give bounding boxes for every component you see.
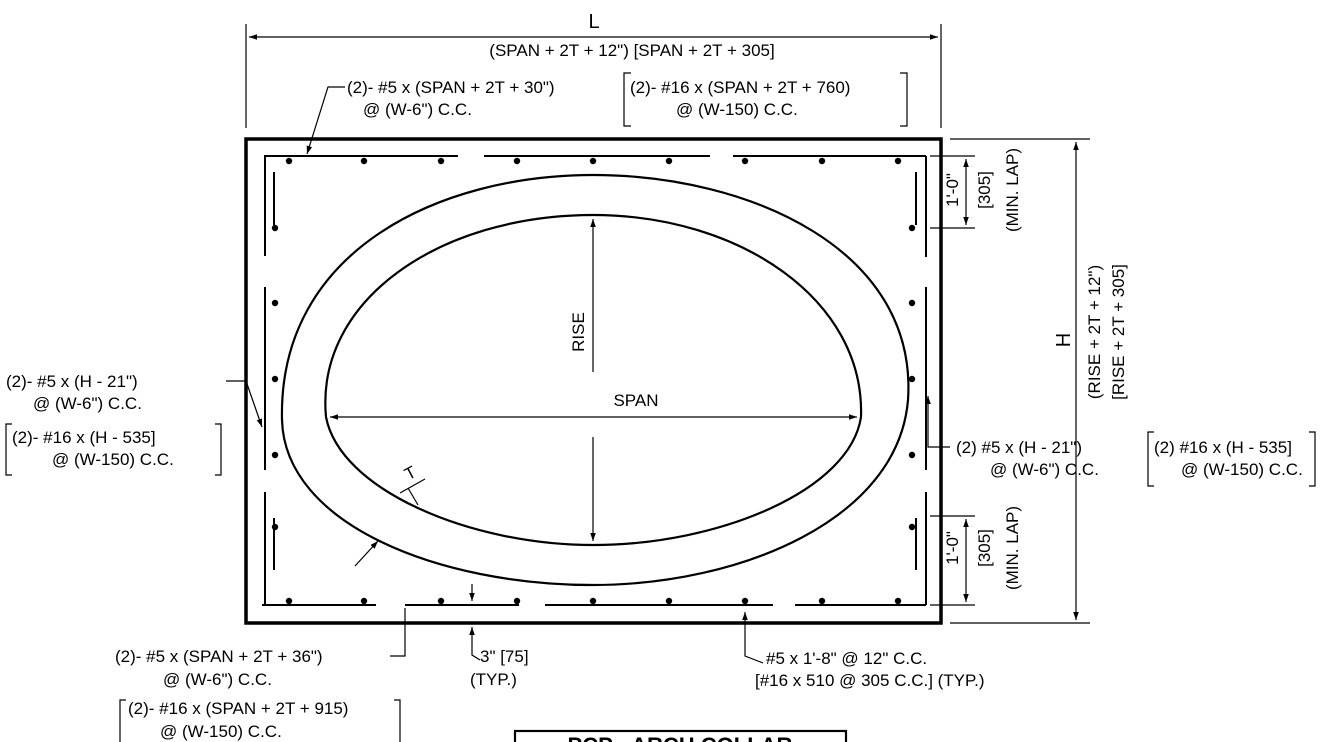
right-bar-metric1: (2) #16 x (H - 535] (1154, 438, 1292, 457)
rebar-layout (262, 155, 927, 606)
collar-outline (244, 137, 943, 625)
lap-top-dimension: 1'-0" [305] (MIN. LAP) (930, 148, 1022, 232)
lap-top-metric: [305] (975, 171, 994, 209)
right-bar-metric2: @ (W-150) C.C. (1181, 460, 1303, 479)
left-bar-metric1: (2)- #16 x (H - 535] (12, 428, 156, 447)
left-bar-callout: (2)- #5 x (H - 21") @ (W-6") C.C. (2)- #… (5, 372, 263, 476)
lap-bottom-dimension: 1'-0" [305] (MIN. LAP) (930, 506, 1022, 606)
bottom-bar-line2: @ (W-6") C.C. (163, 670, 272, 689)
tie-bar-callout: #5 x 1'-8" @ 12" C.C. [#16 x 510 @ 305 C… (742, 612, 985, 690)
left-bar-line1: (2)- #5 x (H - 21") (6, 372, 138, 391)
h-formula-2: [RISE + 2T + 305] (1109, 264, 1128, 400)
span-label: SPAN (613, 391, 658, 410)
left-bar-line2: @ (W-6") C.C. (33, 394, 142, 413)
bottom-bar-metric2: @ (W-150) C.C. (160, 722, 282, 741)
cover-callout: 3" [75] (TYP.) (469, 584, 529, 689)
arch-pipe (280, 173, 910, 587)
pipe-outer-wall (280, 173, 910, 587)
bar-dots (271, 157, 916, 605)
h-dimension: H (RISE + 2T + 12") [RISE + 2T + 305] (950, 138, 1128, 624)
top-bar-line1: (2)- #5 x (SPAN + 2T + 30") (347, 78, 555, 97)
pipe-inner-wall (324, 213, 863, 547)
bottom-bar-line1: (2)- #5 x (SPAN + 2T + 36") (115, 647, 323, 666)
l-dimension: L (SPAN + 2T + 12") [SPAN + 2T + 305] (245, 11, 942, 128)
bottom-bar-metric1: (2)- #16 x (SPAN + 2T + 915) (128, 699, 348, 718)
lap-top-dim: 1'-0" (943, 173, 962, 207)
span-dimension: SPAN (330, 391, 857, 420)
top-bar-line2: @ (W-6") C.C. (363, 100, 472, 119)
right-bar-line1: (2) #5 x (H - 21") (956, 438, 1082, 457)
l-label: L (588, 11, 599, 33)
tie-bar-line2: [#16 x 510 @ 305 C.C.] (TYP.) (755, 671, 985, 690)
caption-text: PCP - ARCH COLLAR (568, 733, 793, 742)
rise-dimension: RISE (569, 219, 596, 541)
t-label: T (401, 462, 419, 484)
lap-bottom-metric: [305] (975, 529, 994, 567)
right-bar-callout: (2) #5 x (H - 21") @ (W-6") C.C. (2) #16… (925, 396, 1316, 487)
h-label: H (1053, 333, 1075, 347)
lap-bottom-note: (MIN. LAP) (1003, 506, 1022, 590)
cover-line2: (TYP.) (470, 670, 517, 689)
right-bar-line2: @ (W-6") C.C. (990, 460, 1099, 479)
bottom-bar-callout: (2)- #5 x (SPAN + 2T + 36") @ (W-6") C.C… (115, 608, 406, 742)
l-formula: (SPAN + 2T + 12") [SPAN + 2T + 305] (489, 41, 774, 60)
top-bar-metric2: @ (W-150) C.C. (676, 100, 798, 119)
t-dimension: T (354, 462, 426, 567)
top-bar-metric1: (2)- #16 x (SPAN + 2T + 760) (630, 78, 850, 97)
left-bar-metric2: @ (W-150) C.C. (52, 450, 174, 469)
cover-line1: 3" [75] (480, 647, 529, 666)
tie-bar-line1: #5 x 1'-8" @ 12" C.C. (766, 649, 927, 668)
drawing-caption: PCP - ARCH COLLAR (513, 729, 848, 742)
lap-bottom-dim: 1'-0" (943, 531, 962, 565)
lap-top-note: (MIN. LAP) (1003, 148, 1022, 232)
rise-label: RISE (569, 312, 588, 352)
h-formula-1: (RISE + 2T + 12") (1085, 265, 1104, 399)
top-bar-callout: (2)- #5 x (SPAN + 2T + 30") @ (W-6") C.C… (306, 72, 908, 155)
